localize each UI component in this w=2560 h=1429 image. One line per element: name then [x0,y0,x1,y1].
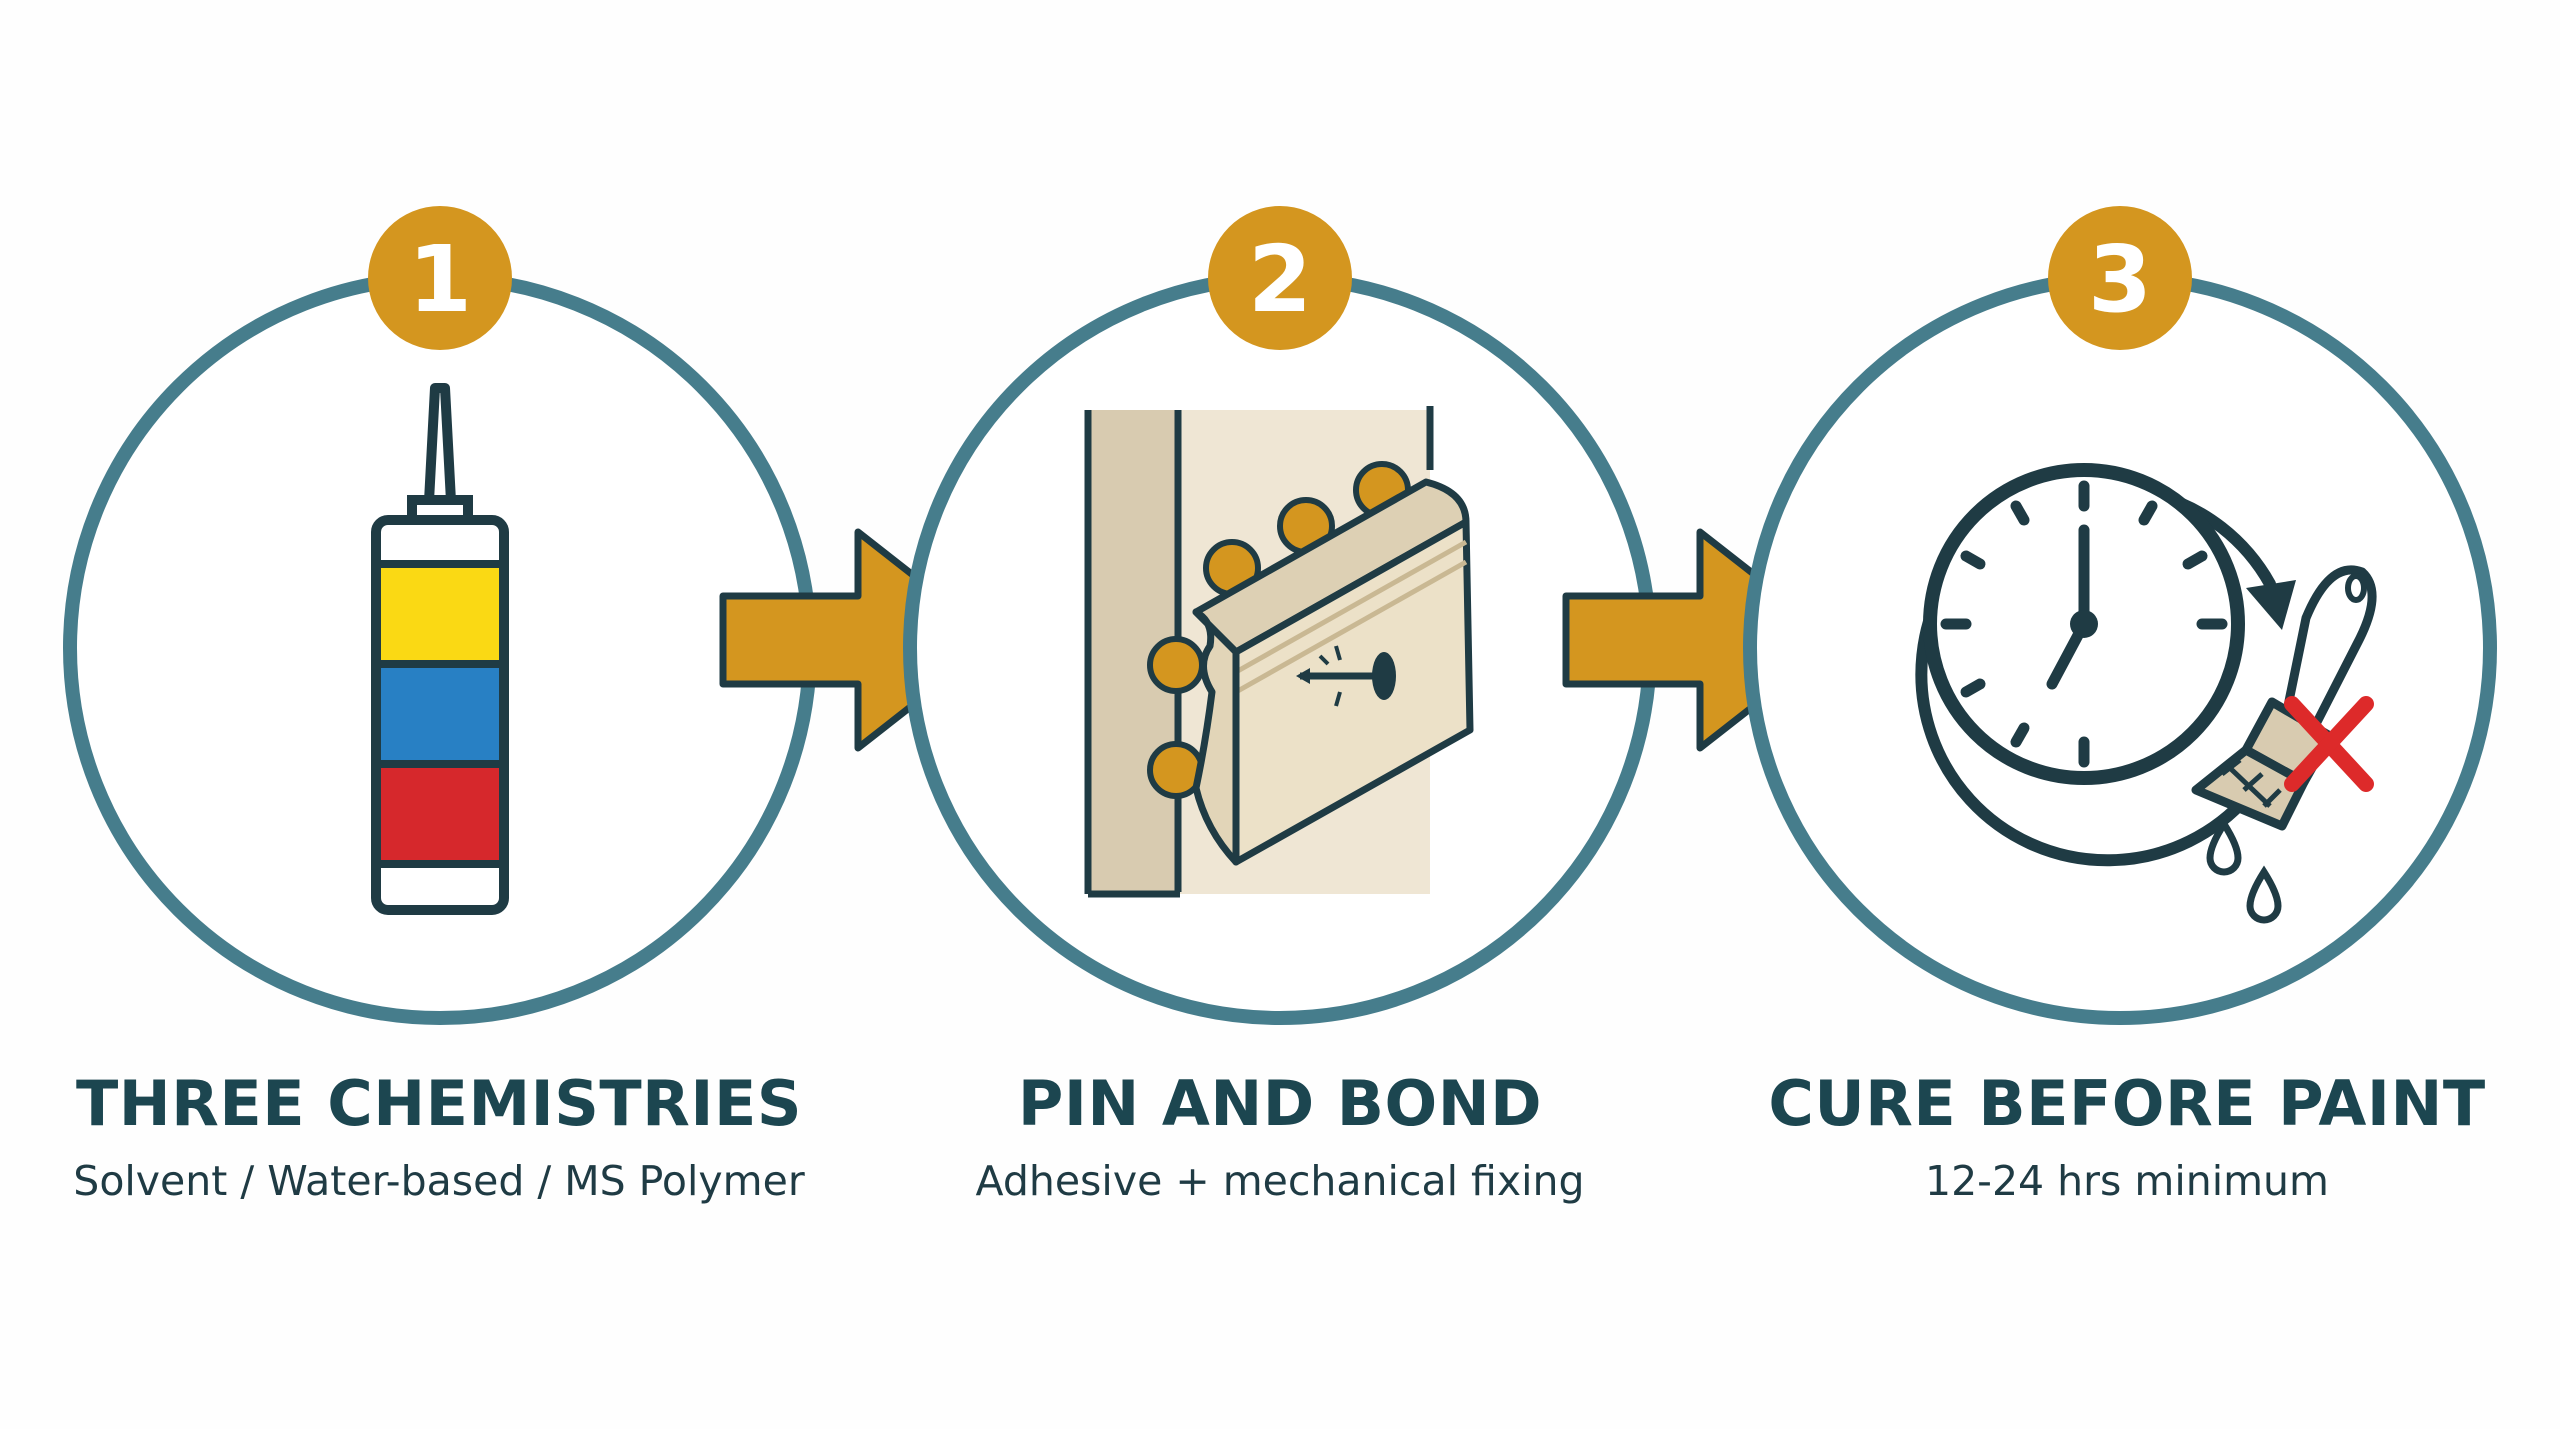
paint-drip-icon [2206,817,2282,924]
pin-icon [1296,645,1396,707]
step-2-subtitle: Adhesive + mechanical fixing [975,1157,1585,1205]
step-1-number: 1 [408,226,472,333]
skirting-board-pin-icon [1084,406,1474,898]
tube-blue-band [381,668,499,760]
step-3-number: 3 [2088,226,2152,333]
step-2-number: 2 [1248,226,1312,333]
step-3-title: CURE BEFORE PAINT [1768,1067,2486,1140]
caulk-tube-icon [371,383,509,915]
clock-icon [1923,463,2245,785]
step-1-title: THREE CHEMISTRIES [76,1067,802,1140]
step-2: 2 [903,206,1657,1025]
step-3-caption: CURE BEFORE PAINT 12-24 hrs minimum [1697,1073,2557,1202]
step-1: 1 [63,206,817,1025]
no-paint-cross-icon [2284,696,2374,792]
step-1-caption: THREE CHEMISTRIES Solvent / Water-based … [9,1073,869,1202]
clock-paintbrush-icon [1915,463,2377,924]
step-1-badge [368,206,512,350]
step-2-badge [1208,206,1352,350]
step-3-subtitle: 12-24 hrs minimum [1925,1157,2329,1205]
step-3: 3 [1743,206,2497,1025]
step-2-title: PIN AND BOND [1017,1067,1543,1140]
tube-red-band [381,768,499,860]
step-3-badge [2048,206,2192,350]
step-2-caption: PIN AND BOND Adhesive + mechanical fixin… [850,1073,1710,1202]
tube-yellow-band [381,568,499,660]
step-1-subtitle: Solvent / Water-based / MS Polymer [73,1157,805,1205]
